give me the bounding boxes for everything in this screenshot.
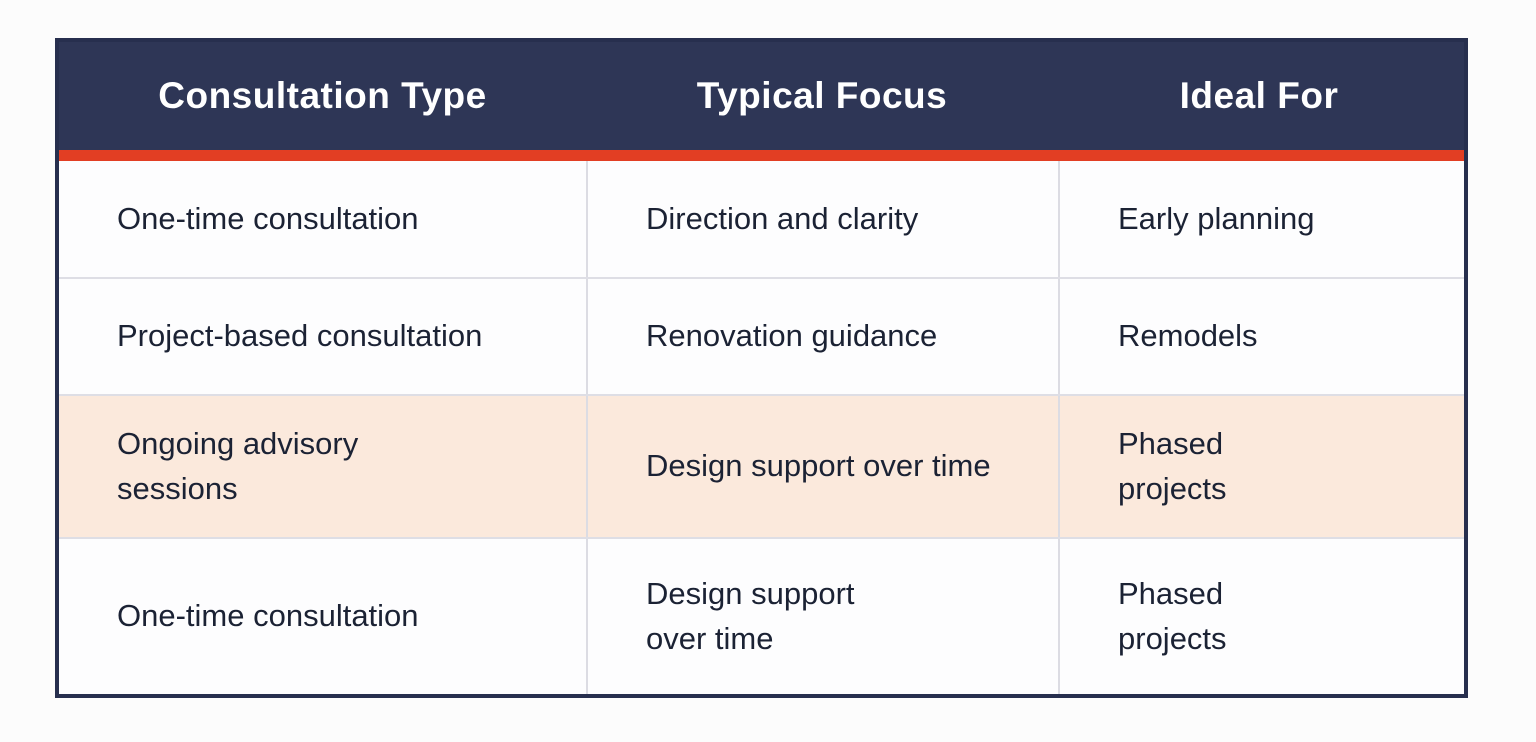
consultation-table: Consultation Type Typical Focus Ideal Fo… — [55, 38, 1468, 698]
cell-consultation-type: One-time consultation — [117, 598, 419, 634]
header-ideal-for: Ideal For — [1179, 75, 1339, 116]
table-row: Project-based consultation Renovation gu… — [59, 277, 1464, 394]
cell-typical-focus: Design support over time — [586, 396, 1058, 537]
cell-typical-focus: Design support over time — [586, 539, 1058, 694]
header-typical-focus: Typical Focus — [696, 75, 948, 116]
table-row: One-time consultation Design support ove… — [59, 537, 1464, 694]
cell-typical-focus: Direction and clarity — [586, 161, 1058, 277]
cell-ideal-for: Phased projects — [1058, 396, 1460, 537]
cell-ideal-for: Early planning — [1058, 161, 1460, 277]
table-row: One-time consultation Direction and clar… — [59, 161, 1464, 277]
cell-ideal-for: Remodels — [1058, 279, 1460, 394]
cell-consultation-type: Ongoing advisory sessions — [117, 425, 359, 506]
accent-stripe — [59, 150, 1464, 161]
cell-consultation-type: One-time consultation — [117, 200, 419, 236]
cell-typical-focus: Renovation guidance — [586, 279, 1058, 394]
cell-consultation-type: Project-based consultation — [117, 318, 483, 354]
table-row-highlighted: Ongoing advisory sessions Design support… — [59, 394, 1464, 537]
table-header-row: Consultation Type Typical Focus Ideal Fo… — [59, 42, 1464, 150]
header-consultation-type: Consultation Type — [158, 75, 487, 116]
cell-ideal-for: Phased projects — [1058, 539, 1460, 694]
